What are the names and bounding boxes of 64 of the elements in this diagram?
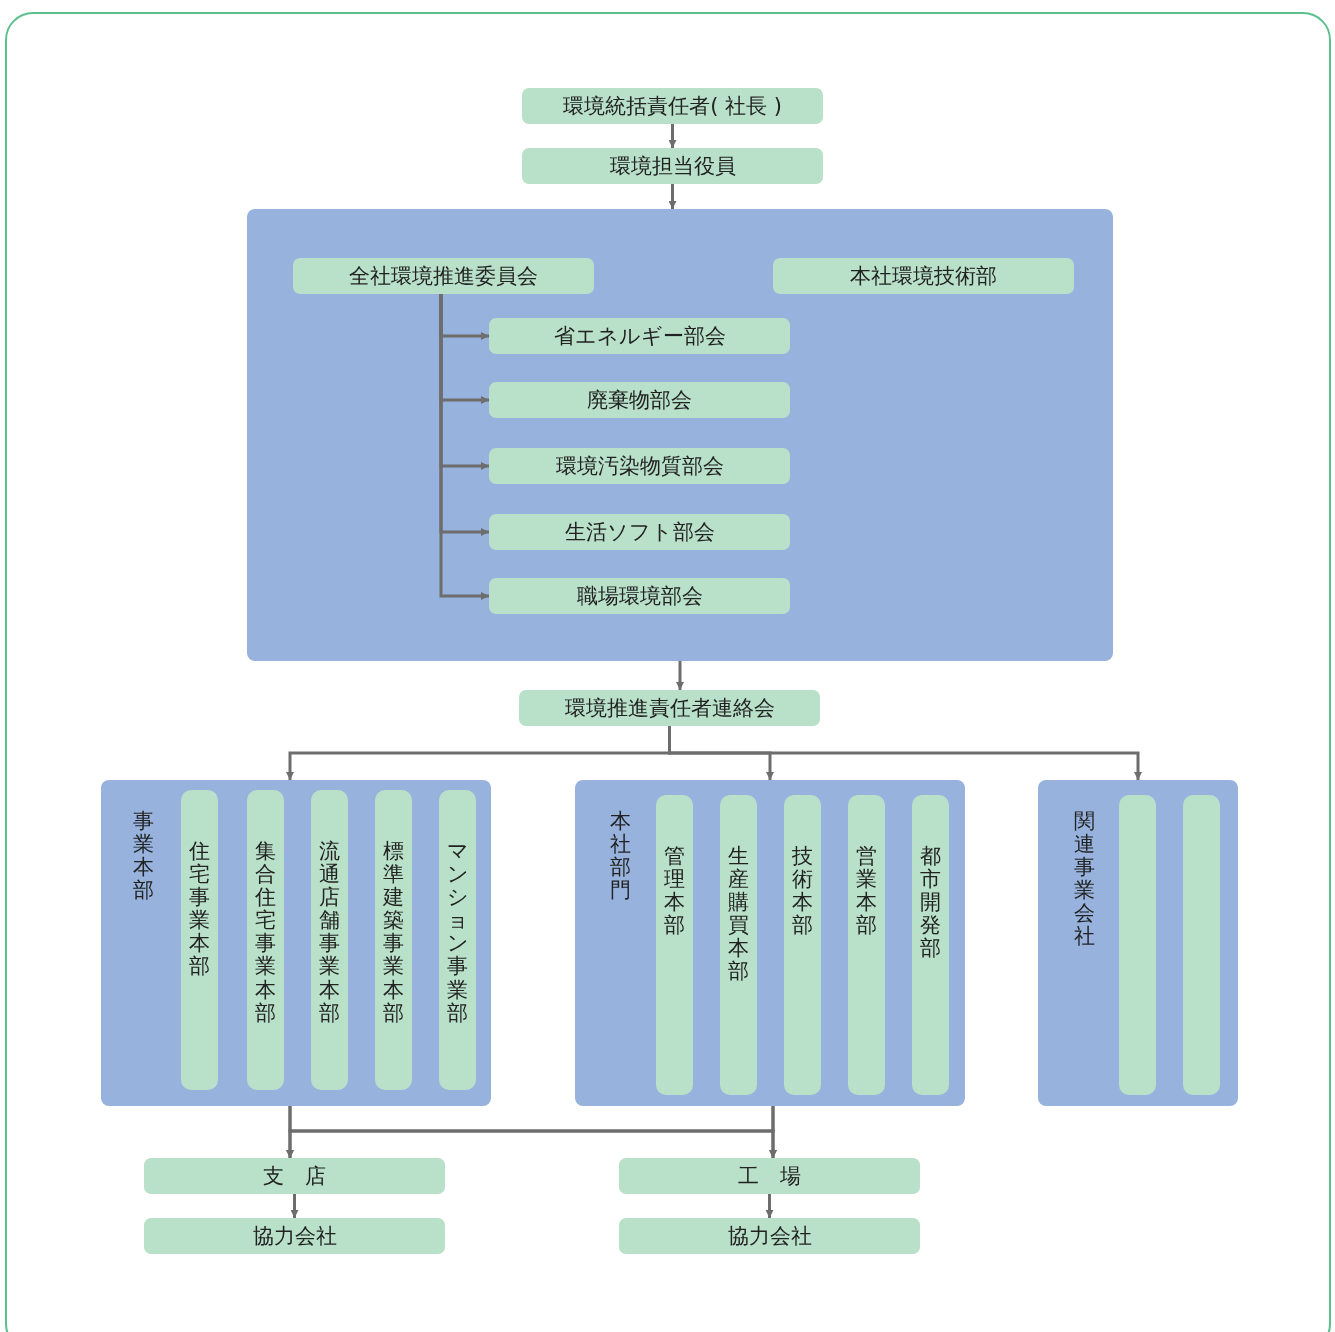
unit-name: 標準建築事業本部 [383, 840, 404, 1025]
panel-heading: 本社部門 [610, 810, 631, 903]
unit-name: 集合住宅事業本部 [255, 840, 276, 1025]
unit-name: 協力会社 [727, 1223, 812, 1250]
vertical-label-bar [912, 795, 949, 1095]
connector-arrow [676, 661, 684, 690]
unit-name: 職場環境部会 [576, 583, 703, 610]
vertical-label-bar [439, 790, 476, 1090]
vertical-label-bar [784, 795, 821, 1095]
label-box [489, 514, 790, 550]
vertical-label-bar [247, 790, 284, 1090]
unit-name: 都市開発部 [920, 845, 941, 961]
connector-arrow [769, 1106, 777, 1158]
label-box [522, 148, 823, 184]
label-box [489, 578, 790, 614]
label-box [489, 448, 790, 484]
unit-name: 営業本部 [856, 845, 877, 938]
label-box [773, 258, 1074, 294]
label-box [619, 1158, 920, 1194]
vertical-label-bar [181, 790, 218, 1090]
connector-arrow [765, 1194, 774, 1218]
unit-name: 本社環境技術部 [850, 263, 997, 290]
unit-name: 環境汚染物質部会 [555, 453, 724, 480]
panel-heading: 関連事業会社 [1074, 810, 1095, 949]
unit-name: 工 場 [738, 1163, 801, 1190]
unit-name: マンション事業部 [447, 840, 468, 1025]
unit-name: 廃棄物部会 [587, 387, 692, 414]
connector-arrow [439, 294, 489, 600]
unit-name: 省エネルギー部会 [553, 323, 726, 350]
connector-arrow [290, 1194, 299, 1218]
label-box [489, 382, 790, 418]
panel-heading: 事業本部 [133, 810, 154, 903]
unit-name: 技術本部 [792, 845, 813, 938]
unit-name: 全社環境推進委員会 [349, 263, 538, 290]
label-box [619, 1218, 920, 1254]
label-box [144, 1158, 445, 1194]
label-box [522, 88, 823, 124]
unit-name: 生活ソフト部会 [564, 519, 715, 546]
unit-name: 流通店舗事業本部 [319, 840, 340, 1025]
vertical-label-bar [1183, 795, 1220, 1095]
vertical-label-bar [720, 795, 757, 1095]
vertical-label-bar [311, 790, 348, 1090]
label-box [293, 258, 594, 294]
unit-name: 住宅事業本部 [189, 840, 210, 979]
unit-name: 協力会社 [252, 1223, 337, 1250]
group-panel [247, 209, 1113, 661]
label-box [489, 318, 790, 354]
group-panel [575, 780, 965, 1106]
unit-name: 生産購買本部 [728, 845, 749, 984]
unit-name: 環境担当役員 [609, 153, 736, 180]
vertical-label-bar [1119, 795, 1156, 1095]
unit-name: 環境推進責任者連絡会 [564, 695, 775, 722]
vertical-label-bar [375, 790, 412, 1090]
unit-name: 管理本部 [664, 845, 685, 938]
vertical-label-bar [656, 795, 693, 1095]
label-box [144, 1218, 445, 1254]
vertical-label-bar [848, 795, 885, 1095]
connector-arrow [668, 124, 677, 148]
group-panel [101, 780, 491, 1106]
unit-name: 支 店 [263, 1163, 326, 1190]
unit-name: 環境統括責任者( 社長 ) [563, 93, 782, 120]
label-box [519, 690, 820, 726]
connector-arrow [668, 184, 677, 209]
group-panel [1038, 780, 1238, 1106]
